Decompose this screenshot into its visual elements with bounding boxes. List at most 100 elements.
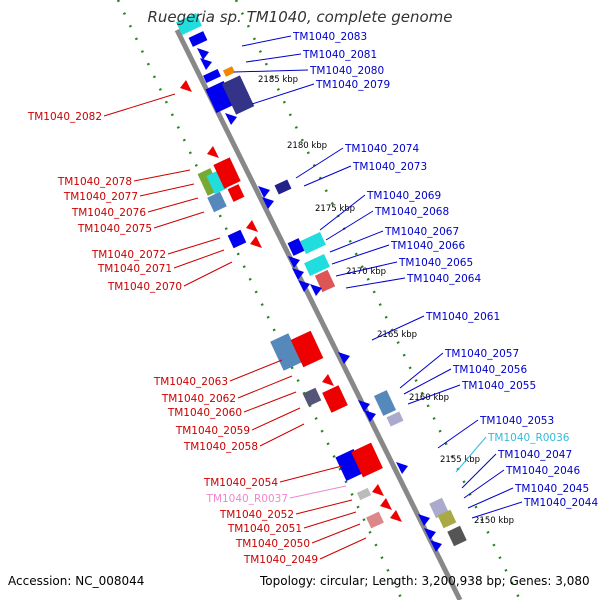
gene-label-tm1040-2049[interactable]: TM1040_2049 (243, 554, 318, 566)
gene-feature (203, 68, 221, 84)
gene-label-tm1040-2047[interactable]: TM1040_2047 (497, 449, 572, 461)
gene-arrow-forward (424, 528, 436, 540)
scale-label: 2165 kbp (377, 330, 417, 340)
gene-arrow-forward (258, 186, 270, 198)
gene-arrow-reverse (180, 80, 192, 92)
gene-feature (386, 411, 404, 427)
gene-arrow-forward (418, 514, 430, 526)
gene-label-tm1040-2068[interactable]: TM1040_2068 (374, 206, 449, 218)
gene-label-tm1040-2064[interactable]: TM1040_2064 (406, 273, 481, 285)
gene-label-tm1040-2067[interactable]: TM1040_2067 (384, 226, 459, 238)
leader-line (371, 315, 425, 341)
gene-label-tm1040-2075[interactable]: TM1040_2075 (77, 223, 152, 235)
gene-label-tm1040-r0037[interactable]: TM1040_R0037 (206, 493, 288, 505)
leader-line (233, 69, 309, 73)
leader-line (345, 277, 406, 289)
leader-line (279, 465, 343, 483)
gene-arrow-forward (338, 352, 350, 364)
gene-label-tm1040-2079[interactable]: TM1040_2079 (315, 79, 390, 91)
gene-feature (290, 330, 324, 368)
leader-line (319, 194, 366, 231)
gene-label-tm1040-r0036[interactable]: TM1040_R0036 (487, 432, 570, 444)
gene-label-tm1040-2072[interactable]: TM1040_2072 (91, 249, 166, 261)
leader-line (133, 169, 191, 182)
gene-label-tm1040-2055[interactable]: TM1040_2055 (461, 380, 536, 392)
gene-label-tm1040-2065[interactable]: TM1040_2065 (398, 257, 473, 269)
leader-line (167, 237, 221, 255)
leader-line (319, 537, 367, 560)
gene-label-tm1040-2057[interactable]: TM1040_2057 (444, 348, 519, 360)
gene-label-tm1040-2069[interactable]: TM1040_2069 (366, 190, 441, 202)
gene-label-tm1040-2053[interactable]: TM1040_2053 (479, 415, 554, 427)
gene-label-tm1040-2082[interactable]: TM1040_2082 (27, 111, 102, 123)
leader-line (153, 211, 205, 229)
gene-label-tm1040-2062[interactable]: TM1040_2062 (161, 393, 236, 405)
gene-label-tm1040-2071[interactable]: TM1040_2071 (97, 263, 172, 275)
gene-arrow-forward (197, 48, 209, 60)
gene-label-tm1040-2054[interactable]: TM1040_2054 (203, 477, 278, 489)
leader-line (243, 391, 297, 413)
leader-line (467, 487, 514, 509)
genome-backbone (174, 28, 463, 600)
gene-label-tm1040-2073[interactable]: TM1040_2073 (352, 161, 427, 173)
gene-feature (437, 509, 457, 529)
gene-arrow-reverse (322, 374, 334, 386)
gene-feature (356, 487, 372, 501)
gene-arrow-forward (298, 280, 310, 292)
gene-label-tm1040-2052[interactable]: TM1040_2052 (219, 509, 294, 521)
gene-label-tm1040-2080[interactable]: TM1040_2080 (309, 65, 384, 77)
scale-label: 2180 kbp (287, 141, 327, 151)
gene-feature (222, 66, 236, 77)
scale-label: 2155 kbp (440, 455, 480, 465)
gene-arrow-reverse (246, 220, 258, 232)
gene-label-tm1040-2050[interactable]: TM1040_2050 (235, 538, 310, 550)
gene-label-tm1040-2081[interactable]: TM1040_2081 (302, 49, 377, 61)
leader-line (407, 384, 461, 405)
gene-arrow-forward (292, 268, 304, 280)
leader-line (329, 230, 384, 253)
gene-feature (322, 385, 348, 413)
gene-arrow-forward (225, 113, 237, 125)
gene-label-tm1040-2066[interactable]: TM1040_2066 (390, 240, 465, 252)
gene-label-tm1040-2058[interactable]: TM1040_2058 (183, 441, 258, 453)
gene-feature (447, 525, 467, 547)
gene-label-tm1040-2060[interactable]: TM1040_2060 (167, 407, 242, 419)
leader-line (183, 261, 233, 287)
gene-label-tm1040-2074[interactable]: TM1040_2074 (344, 143, 419, 155)
leader-line (295, 499, 353, 515)
gene-feature (188, 31, 208, 47)
leader-line (251, 407, 301, 431)
leader-line (463, 469, 505, 499)
gene-label-tm1040-2051[interactable]: TM1040_2051 (227, 523, 302, 535)
leader-line (437, 419, 479, 449)
gene-feature (227, 229, 247, 249)
gene-label-tm1040-2061[interactable]: TM1040_2061 (425, 311, 500, 323)
gene-arrow-forward (310, 284, 322, 296)
scale-label: 2185 kbp (258, 75, 298, 85)
gene-label-tm1040-2056[interactable]: TM1040_2056 (452, 364, 527, 376)
gene-arrow-reverse (372, 484, 384, 496)
leader-line (399, 352, 444, 389)
label-layer: TM1040_2082TM1040_2078TM1040_2077TM1040_… (27, 31, 599, 566)
gene-label-tm1040-2070[interactable]: TM1040_2070 (107, 281, 182, 293)
gene-label-tm1040-2046[interactable]: TM1040_2046 (505, 465, 580, 477)
gene-layer (176, 13, 467, 552)
gene-arrow-reverse (250, 236, 262, 248)
gene-label-tm1040-2045[interactable]: TM1040_2045 (514, 483, 589, 495)
leader-line (303, 511, 357, 529)
gene-label-tm1040-2078[interactable]: TM1040_2078 (57, 176, 132, 188)
gene-label-tm1040-2083[interactable]: TM1040_2083 (292, 31, 367, 43)
gene-arrow-forward (364, 410, 376, 422)
gene-label-tm1040-2077[interactable]: TM1040_2077 (63, 191, 138, 203)
gene-label-tm1040-2063[interactable]: TM1040_2063 (153, 376, 228, 388)
gene-feature (206, 169, 228, 195)
gene-feature (302, 387, 322, 407)
genome-summary-text: Topology: circular; Length: 3,200,938 bp… (260, 574, 590, 588)
gene-label-tm1040-2076[interactable]: TM1040_2076 (71, 207, 146, 219)
gene-feature (314, 269, 336, 293)
gene-label-tm1040-2044[interactable]: TM1040_2044 (523, 497, 598, 509)
leader-line (241, 35, 292, 47)
gene-label-tm1040-2059[interactable]: TM1040_2059 (175, 425, 250, 437)
